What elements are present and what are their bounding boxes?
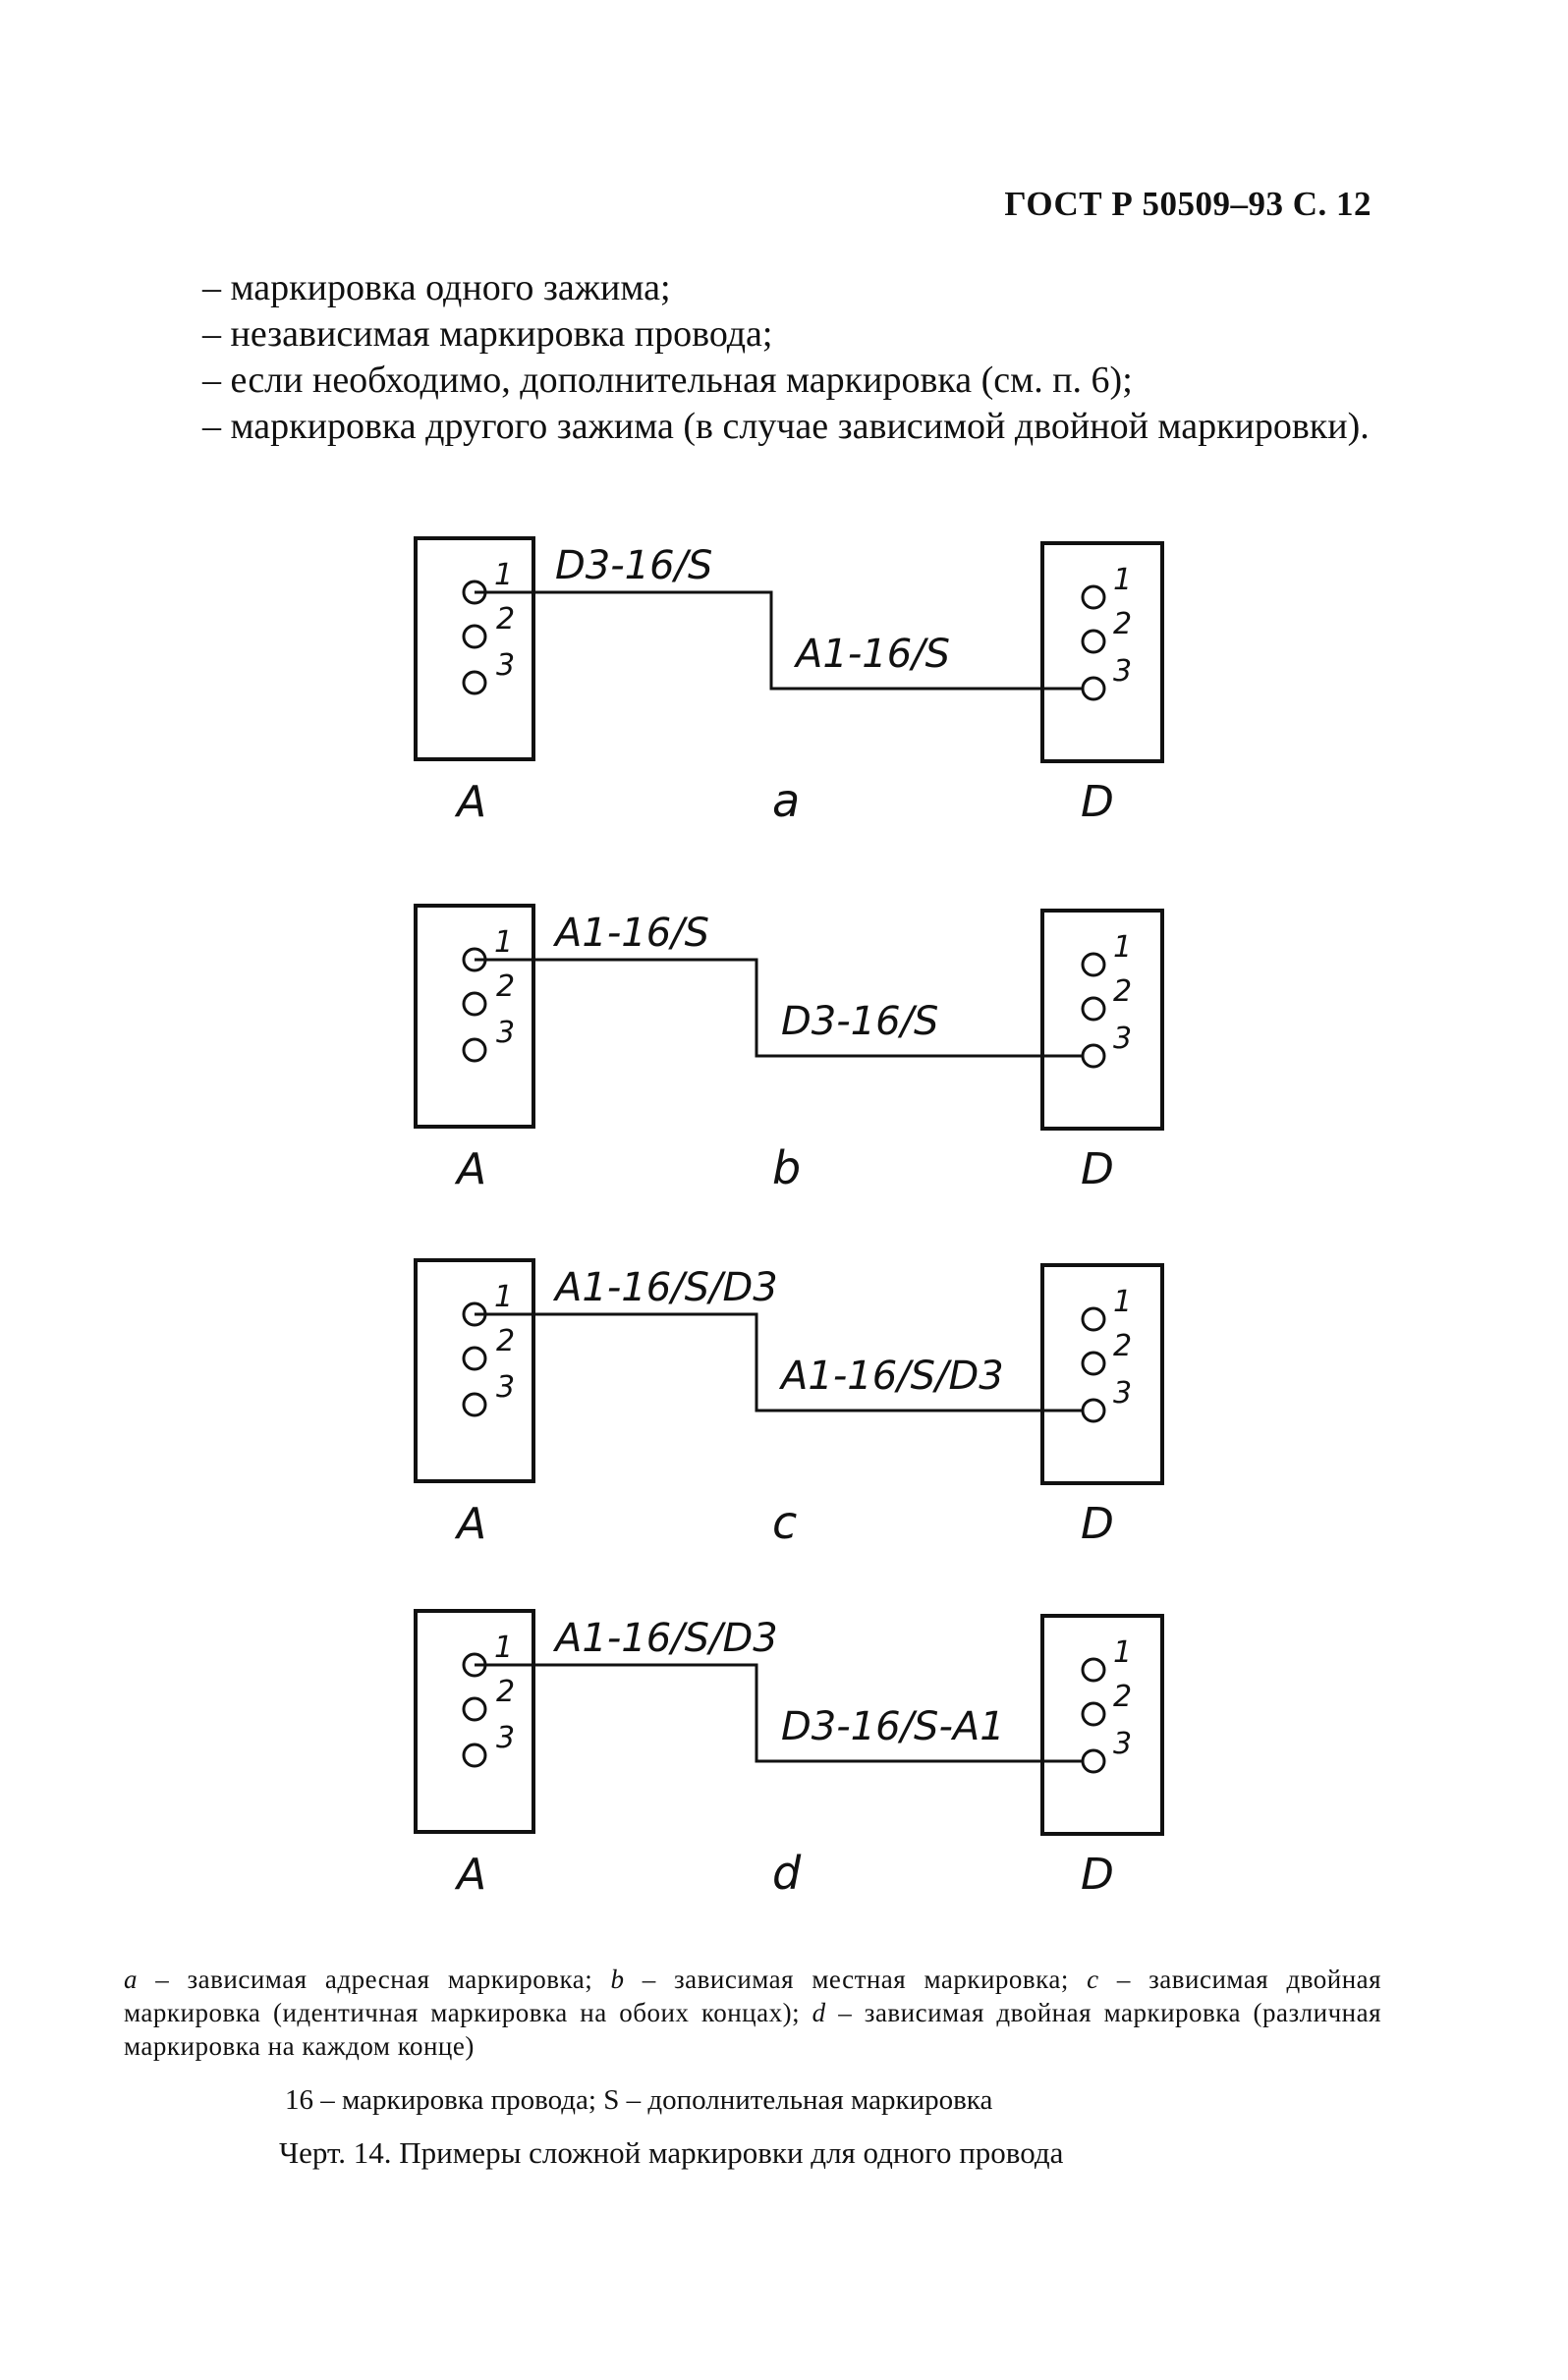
caption-key-a: a [124,1965,138,1994]
wire-label-d-side: A1-16/S [793,632,950,677]
terminal-circle [462,947,487,972]
wire-label-a-side: A1-16/S/D3 [552,1265,778,1310]
terminal-number: 2 [1113,974,1132,1009]
terminal-number: 3 [1113,1376,1132,1411]
terminal-block-d [1040,541,1164,763]
terminal-circle [462,1652,487,1678]
terminal-circle [1081,584,1106,610]
marking-list: – маркировка одного зажима; – независима… [124,265,1381,450]
terminal-circle [462,1301,487,1327]
terminal-circle [462,1346,487,1371]
terminal-number: 1 [1113,563,1132,597]
terminal-circle [1081,1748,1106,1774]
terminal-number: 1 [494,558,513,592]
terminal-number: 2 [1113,1680,1132,1714]
terminal-circle [1081,1701,1106,1727]
terminal-number: 1 [1113,1285,1132,1319]
figure-caption: a – зависимая адресная маркировка; b – з… [124,1963,1381,2063]
terminal-number: 3 [1113,1727,1132,1761]
block-label-d: D [1081,1499,1114,1549]
figure-title: Черт. 14. Примеры сложной маркировки для… [279,2135,1064,2170]
diagram-letter: a [772,774,800,827]
terminal-circle [462,624,487,649]
block-label-a: A [454,777,486,827]
terminal-number: 3 [496,1721,515,1755]
terminal-block-a [414,1258,535,1483]
terminal-number: 2 [496,602,515,637]
terminal-number: 3 [496,648,515,683]
block-label-a: A [454,1144,486,1194]
terminal-number: 2 [496,1324,515,1358]
terminal-circle [462,1696,487,1722]
wire-label-d-side: A1-16/S/D3 [778,1354,1004,1399]
wire [475,958,1083,1058]
terminal-circle [462,1037,487,1063]
wire [475,1312,1083,1412]
diagram-letter: d [772,1847,802,1900]
terminal-number: 2 [1113,1329,1132,1363]
block-label-a: A [454,1850,486,1900]
block-label-a: A [454,1499,486,1549]
terminal-number: 3 [1113,654,1132,689]
terminal-block-a [414,536,535,761]
terminal-number: 2 [496,1675,515,1709]
terminal-block-a [414,1609,535,1834]
terminal-circle [462,991,487,1017]
list-item: – маркировка другого зажима (в случае за… [202,406,1370,447]
terminal-circle [462,670,487,695]
terminal-block-d [1040,1614,1164,1836]
terminal-circle [1081,676,1106,701]
terminal-number: 2 [1113,607,1132,641]
diagram-letter: c [772,1496,797,1549]
wire-label-a-side: A1-16/S/D3 [552,1616,778,1661]
terminal-circle [462,1743,487,1768]
wire-label-d-side: D3-16/S-A1 [781,1704,1005,1749]
wire-label-a-side: A1-16/S [552,911,709,956]
wire [475,1663,1083,1763]
terminal-block-a [414,904,535,1129]
caption-key-d: d [812,1998,826,2027]
terminal-circle [462,1392,487,1417]
wire-label-d-side: D3-16/S [781,999,938,1044]
caption-text-c: – зависимая двойная маркировка (идентичн… [124,1965,1382,2027]
page-header: ГОСТ Р 50509–93 С. 12 [1004,185,1372,223]
terminal-number: 1 [494,1631,513,1665]
terminal-number: 3 [496,1016,515,1050]
caption-text: a – зависимая адресная маркировка; b – з… [124,1963,1381,2063]
block-label-d: D [1081,1144,1114,1194]
terminal-number: 1 [1113,930,1132,965]
terminal-number: 1 [494,1280,513,1314]
terminal-number: 3 [1113,1022,1132,1056]
terminal-circle [1081,1043,1106,1069]
caption-text-d: – зависимая двойная маркировка (различна… [124,1998,1382,2061]
list-item: – если необходимо, дополнительная маркир… [202,360,1133,401]
terminal-circle [1081,996,1106,1022]
terminal-number: 3 [496,1370,515,1405]
terminal-number: 2 [496,969,515,1004]
caption-text-a: – зависимая адресная маркировка; [155,1965,593,1994]
terminal-circle [1081,1306,1106,1332]
list-item: – маркировка одного зажима; [202,267,671,308]
terminal-block-d [1040,909,1164,1131]
terminal-circle [462,580,487,605]
caption-key-c: c [1087,1965,1099,1994]
list-item: – независимая маркировка провода; [202,313,773,355]
block-label-d: D [1081,1850,1114,1900]
terminal-block-d [1040,1263,1164,1485]
terminal-number: 1 [494,925,513,960]
block-label-d: D [1081,777,1114,827]
terminal-circle [1081,952,1106,977]
terminal-circle [1081,1351,1106,1376]
terminal-circle [1081,1657,1106,1683]
figure-legend: 16 – маркировка провода; S – дополнитель… [285,2084,993,2116]
terminal-number: 1 [1113,1635,1132,1670]
terminal-circle [1081,1398,1106,1423]
wire [475,590,1083,691]
caption-text-b: – зависимая местная маркировка; [642,1965,1069,1994]
terminal-circle [1081,629,1106,654]
wire-label-a-side: D3-16/S [555,543,712,588]
caption-key-b: b [610,1965,625,1994]
diagram-letter: b [772,1141,801,1194]
